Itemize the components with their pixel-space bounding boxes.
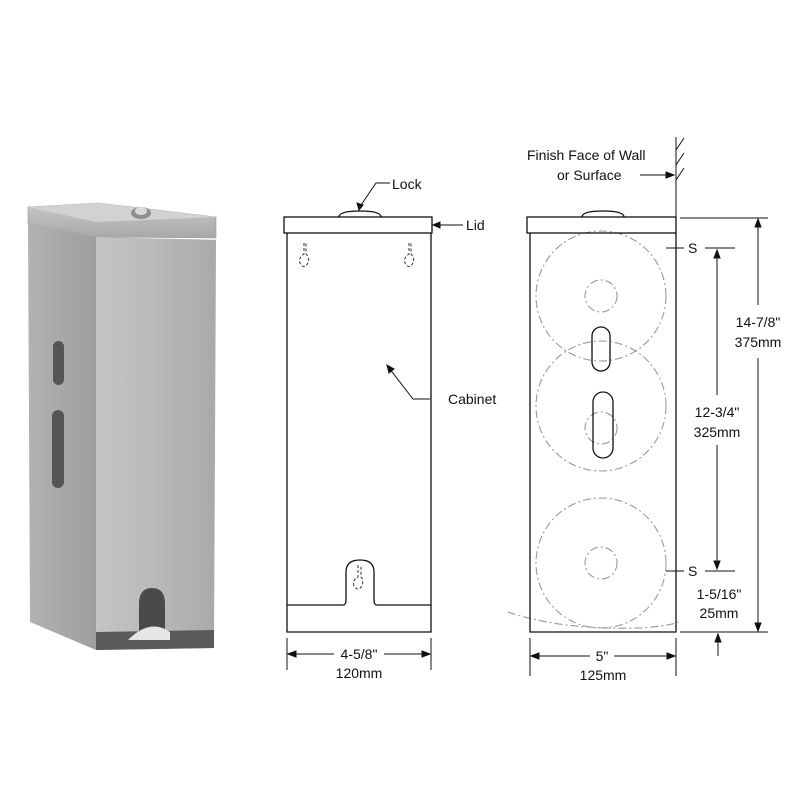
keyhole-left <box>299 243 310 267</box>
cabinet-outline <box>286 233 432 633</box>
depth-metric: 125mm <box>579 667 627 683</box>
depth-imperial: 5" <box>595 648 609 664</box>
roll-circle-top <box>535 230 667 362</box>
wall-label-line1: Finish Face of Wall <box>527 147 646 163</box>
dispenser-photo <box>27 202 217 650</box>
roll-circle-bottom <box>535 497 667 629</box>
swing-arc <box>507 611 679 629</box>
overall-height-metric: 375mm <box>734 334 782 350</box>
side-slot-lower-outline <box>592 391 614 459</box>
lock-label: Lock <box>392 176 422 192</box>
bottom-offset-imperial: 1-5/16" <box>696 586 742 602</box>
keyhole-right <box>404 243 415 267</box>
bottom-offset-metric: 25mm <box>699 605 739 621</box>
front-width-imperial: 4-5/8" <box>340 646 378 662</box>
lock-outline <box>338 210 382 218</box>
roll-core-top <box>584 279 618 313</box>
mount-spacing-metric: 325mm <box>693 424 741 440</box>
roll-core-bottom <box>584 546 618 580</box>
s-mark-bottom: S <box>688 563 698 579</box>
lid-label: Lid <box>466 217 485 233</box>
front-width-metric: 120mm <box>335 665 383 681</box>
roll-core-middle <box>584 411 618 445</box>
side-slot-upper-outline <box>591 326 611 372</box>
side-slot-upper <box>53 341 64 385</box>
roll-circle-middle <box>535 340 667 472</box>
mount-spacing-imperial: 12-3/4" <box>694 404 740 420</box>
dispensing-notch-outline <box>287 559 431 606</box>
keyhole-bottom <box>353 565 364 590</box>
side-slot-lower <box>52 410 64 488</box>
cabinet-label: Cabinet <box>448 391 497 407</box>
s-mark-top: S <box>688 240 698 256</box>
overall-height-imperial: 14-7/8" <box>735 314 781 330</box>
wall-label-line2: or Surface <box>557 167 622 183</box>
